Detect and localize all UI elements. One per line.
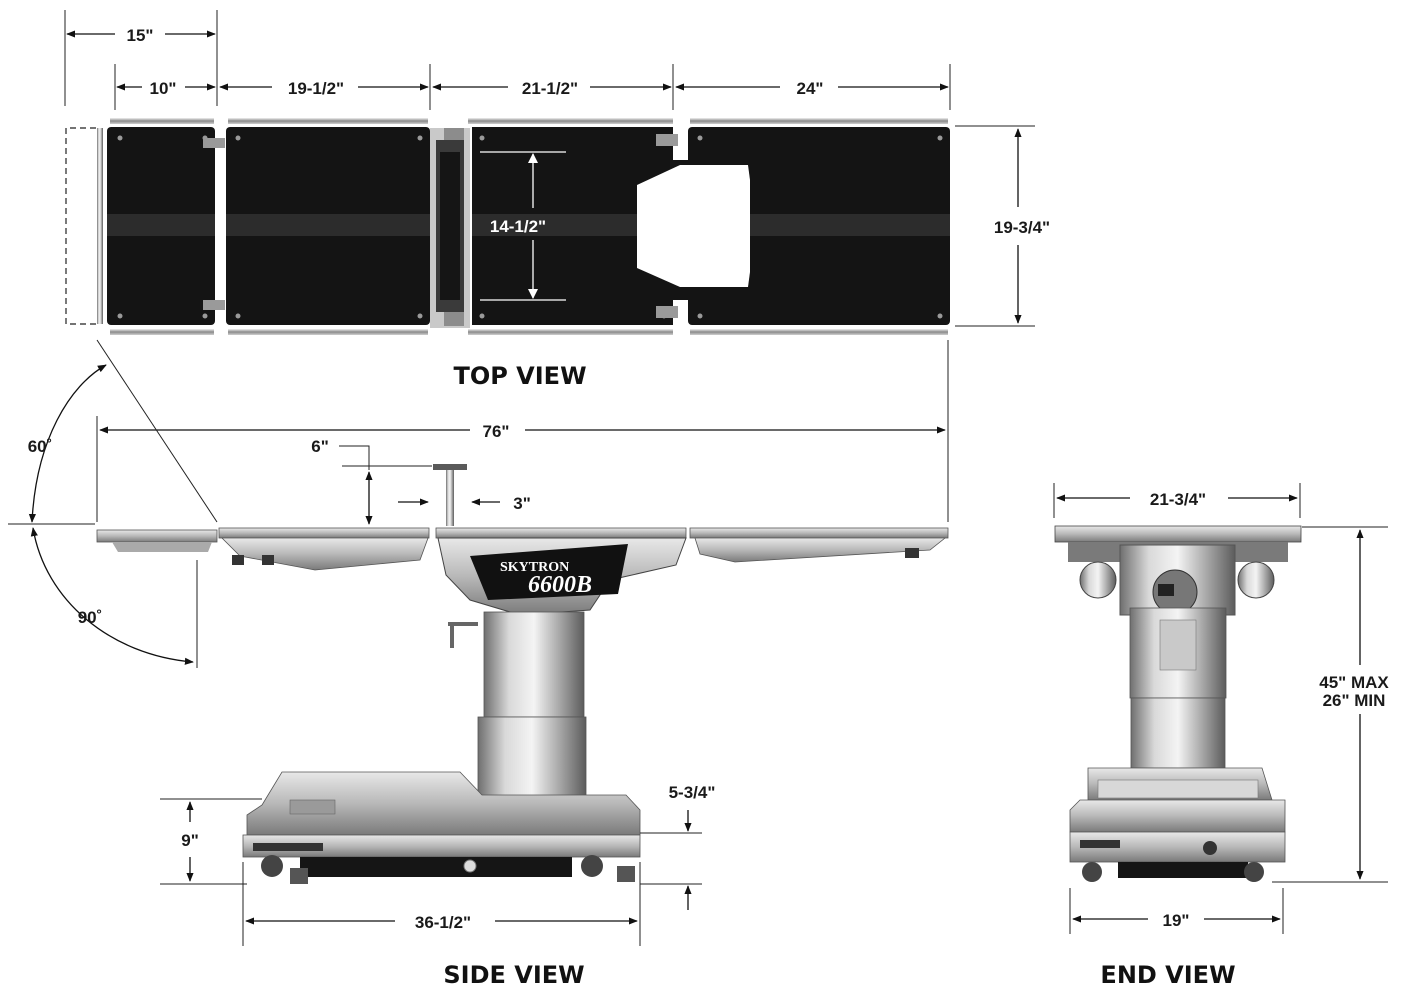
end-base [1069, 767, 1286, 882]
side-tabletop [96, 527, 949, 571]
dim-kidney-width: 3" [513, 494, 531, 513]
dim-end-top-width: 21-3/4" [1150, 490, 1206, 509]
dim-base-width: 19" [1163, 911, 1190, 930]
dim-base-height: 9" [181, 831, 199, 850]
perineal-cutout [637, 165, 750, 287]
dim-height-max: 45" MAX [1319, 673, 1389, 692]
screw-dots [117, 135, 943, 319]
dim-top-width: 19-3/4" [994, 218, 1050, 237]
crank-handle [448, 622, 478, 626]
side-column-upper [483, 611, 585, 718]
leg-section-top [688, 127, 950, 325]
dim-head-angle-down: 90˚ [78, 608, 103, 627]
dim-back-section: 19-1/2" [288, 79, 344, 98]
dim-head-extended: 15" [127, 26, 154, 45]
model-number: 6600B [528, 572, 592, 598]
kidney-bridge [430, 128, 470, 328]
head-extension-outline [65, 127, 96, 325]
dim-height-min: 26" MIN [1323, 691, 1386, 710]
dim-kidney-rise: 6" [311, 437, 329, 456]
top-view-title: TOP VIEW [453, 362, 586, 390]
end-column-lower [1130, 697, 1226, 769]
dim-cutout-width: 14-1/2" [490, 217, 546, 236]
back-section-top [226, 127, 430, 325]
dim-head-section: 10" [150, 79, 177, 98]
side-view: 76" 60˚ 90˚ 6" 3" [8, 339, 949, 988]
dim-head-angle-up: 60˚ [28, 437, 53, 456]
dim-base-clearance: 5-3/4" [669, 783, 716, 802]
brand-name: SKYTRON [500, 560, 569, 575]
seat-section-top [472, 127, 705, 325]
side-base [242, 771, 641, 884]
dim-seat-section: 21-1/2" [522, 79, 578, 98]
kidney-post [433, 464, 467, 470]
end-tabletop [1054, 525, 1302, 543]
side-view-title: SIDE VIEW [443, 961, 584, 988]
brand-logo-plate: SKYTRON 6600B [470, 544, 628, 600]
dim-leg-section: 24" [797, 79, 824, 98]
end-view-title: END VIEW [1100, 961, 1235, 988]
side-rails [97, 118, 948, 335]
top-view: 15" 10" 19-1/2" 21-1/2" 24" 19-3/4" 14-1… [64, 10, 1050, 390]
dim-overall-length: 76" [483, 422, 510, 441]
head-section-top [107, 127, 225, 325]
dim-base-length: 36-1/2" [415, 913, 471, 932]
end-view: 21-3/4" 45" MAX 26" MIN [1053, 483, 1389, 988]
